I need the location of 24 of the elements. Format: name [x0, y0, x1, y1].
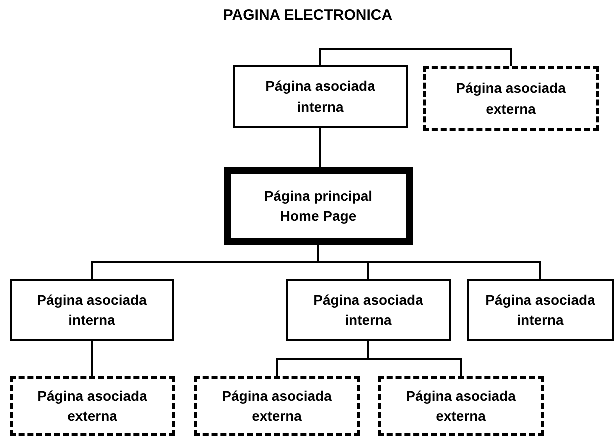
page-box — [467, 279, 614, 341]
node-label: Página asociada interna — [312, 290, 424, 330]
connector-line — [91, 341, 93, 376]
page-box — [286, 279, 451, 341]
diagram-title: PAGINA ELECTRONICA — [222, 7, 394, 24]
node-label: Página asociada interna — [264, 77, 376, 116]
node-label: Página asociada externa — [36, 386, 148, 426]
node-label: Página asociada externa — [405, 386, 517, 426]
external-page-box — [378, 376, 544, 436]
node-label: Página asociada interna — [484, 290, 596, 330]
connector-line — [320, 48, 512, 66]
connector-line — [368, 341, 462, 376]
node-label: Página principal Home Page — [263, 186, 374, 226]
external-page-box — [194, 376, 360, 436]
page-box — [224, 167, 413, 245]
node-label: Página asociada externa — [455, 79, 567, 118]
page-box — [233, 65, 408, 128]
connector-line — [320, 128, 322, 167]
page-box — [10, 279, 174, 341]
external-page-box — [423, 66, 599, 131]
node-label: Página asociada externa — [221, 386, 333, 426]
node-label: Página asociada interna — [36, 290, 148, 330]
external-page-box — [10, 376, 175, 436]
connector-line — [318, 245, 542, 279]
